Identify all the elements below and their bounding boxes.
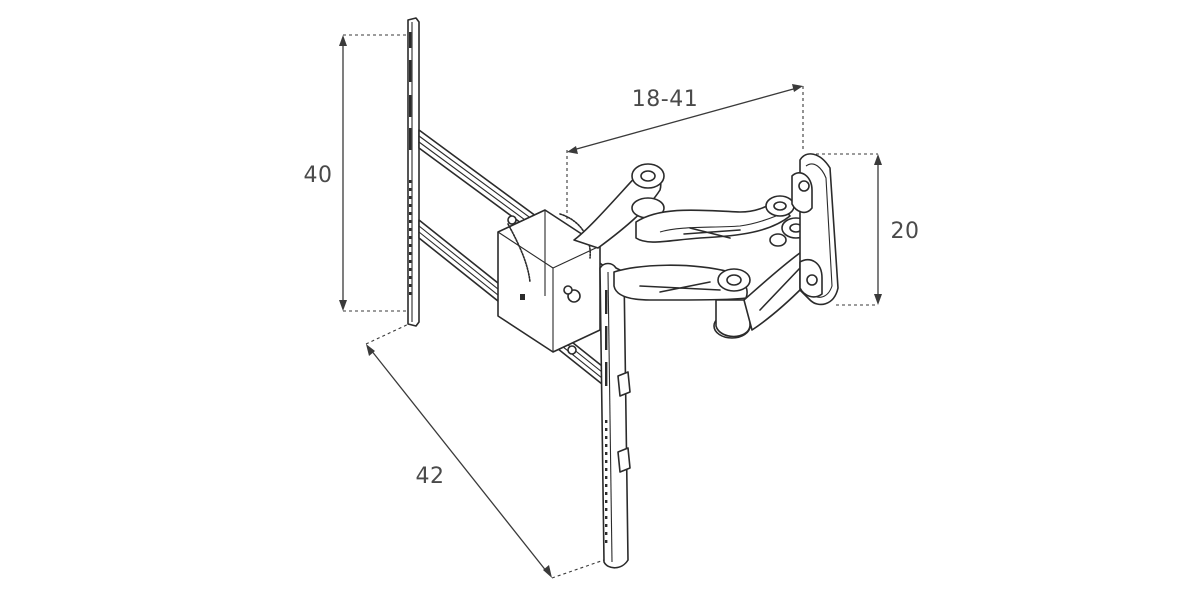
right-rail-slots	[605, 290, 608, 543]
right-vertical-rail	[599, 262, 631, 569]
dimension-label-40: 40	[304, 163, 333, 188]
dimension-40: 40	[304, 34, 412, 312]
left-rail-slots	[409, 32, 412, 295]
dimension-label-20: 20	[891, 219, 920, 244]
dimension-label-42: 42	[416, 464, 445, 489]
dimension-label-18-41: 18-41	[632, 87, 698, 112]
dimension-18-41: 18-41	[566, 84, 804, 222]
dimension-20: 20	[810, 153, 920, 306]
articulating-arms	[573, 163, 811, 339]
tilt-bracket	[497, 209, 601, 355]
dimension-42: 42	[365, 321, 605, 579]
left-vertical-rail	[407, 17, 420, 327]
wall-plate	[791, 153, 839, 306]
